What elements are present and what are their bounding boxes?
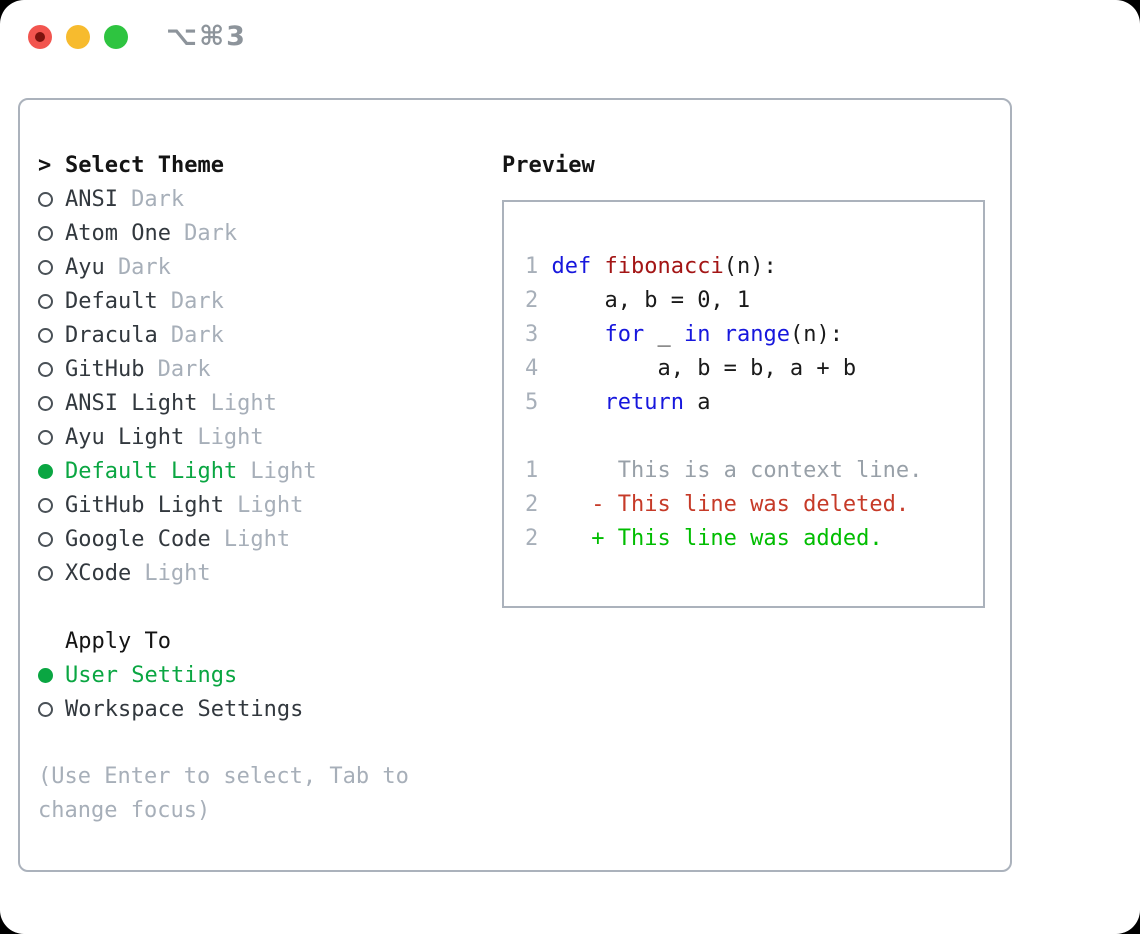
apply-to-header-row: Apply To: [38, 624, 502, 658]
theme-variant-label: Light: [223, 526, 291, 552]
radio-icon: [38, 531, 53, 547]
radio-icon: [38, 259, 53, 275]
theme-option-google-code-light[interactable]: Google Code Light: [38, 522, 502, 556]
selected-radio-icon: [38, 667, 53, 683]
code-line: 2 - This line was deleted.: [525, 492, 910, 517]
option-label: Ayu: [65, 254, 105, 280]
radio-icon: [38, 565, 53, 581]
code-line: 3 for _ in range(n):: [525, 322, 843, 347]
option-label: GitHub: [65, 356, 145, 382]
theme-option-ansi-dark[interactable]: ANSI Dark: [38, 182, 502, 216]
theme-variant-label: Light: [197, 424, 264, 450]
theme-option-default-dark[interactable]: Default Dark: [38, 284, 502, 318]
preview-title: Preview: [502, 152, 595, 178]
theme-variant-label: Dark: [170, 322, 224, 348]
theme-option-xcode-light[interactable]: XCode Light: [38, 556, 502, 590]
theme-variant-label: Light: [250, 458, 317, 484]
code-line: 2 + This line was added.: [525, 526, 883, 551]
preview-pane: 1 def fibonacci(n): 2 a, b = 0, 1 3 for _ …: [502, 200, 985, 608]
titlebar: ⌥⌘3: [0, 0, 1140, 75]
apply-to-title: Apply To: [65, 628, 171, 654]
apply-option-workspace-settings[interactable]: Workspace Settings: [38, 692, 502, 726]
option-label: ANSI: [65, 186, 118, 212]
theme-variant-label: Dark: [117, 254, 171, 280]
radio-icon: [38, 293, 53, 309]
theme-variant-label: Light: [210, 390, 277, 416]
theme-option-github-light-light[interactable]: GitHub Light Light: [38, 488, 502, 522]
theme-option-atom-one-dark[interactable]: Atom One Dark: [38, 216, 502, 250]
option-label: GitHub Light: [65, 492, 224, 518]
radio-icon: [38, 361, 53, 377]
code-line: 5 return a: [525, 390, 711, 415]
theme-option-github-dark[interactable]: GitHub Dark: [38, 352, 502, 386]
apply-option-user-settings[interactable]: User Settings: [38, 658, 502, 692]
theme-option-dracula-dark[interactable]: Dracula Dark: [38, 318, 502, 352]
focus-caret-icon: >: [38, 152, 52, 178]
close-button[interactable]: [28, 25, 52, 49]
theme-option-ayu-dark[interactable]: Ayu Dark: [38, 250, 502, 284]
option-label: Default: [65, 288, 158, 314]
preview-header-row: Preview: [502, 148, 1010, 182]
radio-icon: [38, 497, 53, 513]
select-theme-header-row: > Select Theme: [38, 148, 502, 182]
option-label: XCode: [65, 560, 132, 586]
close-dot-icon: [35, 32, 45, 42]
theme-variant-label: Light: [237, 492, 304, 518]
code-line: 2 a, b = 0, 1: [525, 288, 751, 313]
theme-option-ansi-light-light[interactable]: ANSI Light Light: [38, 386, 502, 420]
code-line: 1 def fibonacci(n):: [525, 254, 777, 279]
option-label: Ayu Light: [65, 424, 185, 450]
help-text: (Use Enter to select, Tab to change focu…: [38, 764, 409, 823]
theme-variant-label: Dark: [184, 220, 238, 246]
radio-icon: [38, 701, 53, 717]
option-label: Workspace Settings: [65, 696, 304, 722]
zoom-button[interactable]: [104, 25, 128, 49]
theme-variant-label: Dark: [157, 356, 211, 382]
code-line: [525, 420, 975, 454]
option-label: ANSI Light: [65, 390, 198, 416]
code-line: 1 This is a context line.: [525, 458, 923, 483]
option-label: Default Light: [65, 458, 238, 484]
radio-icon: [38, 327, 53, 343]
option-label: Google Code: [65, 526, 211, 552]
theme-variant-label: Dark: [170, 288, 224, 314]
minimize-button[interactable]: [66, 25, 90, 49]
selected-radio-icon: [38, 463, 53, 479]
theme-variant-label: Dark: [131, 186, 185, 212]
preview-column: Preview 1 def fibonacci(n): 2 a, b = 0, 1…: [502, 148, 1010, 608]
option-label: User Settings: [65, 662, 238, 688]
radio-icon: [38, 191, 53, 207]
theme-option-ayu-light-light[interactable]: Ayu Light Light: [38, 420, 502, 454]
radio-icon: [38, 429, 53, 445]
radio-icon: [38, 395, 53, 411]
option-label: Dracula: [65, 322, 158, 348]
option-label: Atom One: [65, 220, 171, 246]
select-theme-title: Select Theme: [65, 152, 224, 178]
theme-variant-label: Light: [144, 560, 211, 586]
radio-icon: [38, 225, 53, 241]
keyboard-shortcut-label: ⌥⌘3: [166, 21, 247, 52]
theme-option-default-light-light[interactable]: Default Light Light: [38, 454, 502, 488]
code-line: 4 a, b = b, a + b: [525, 356, 857, 381]
